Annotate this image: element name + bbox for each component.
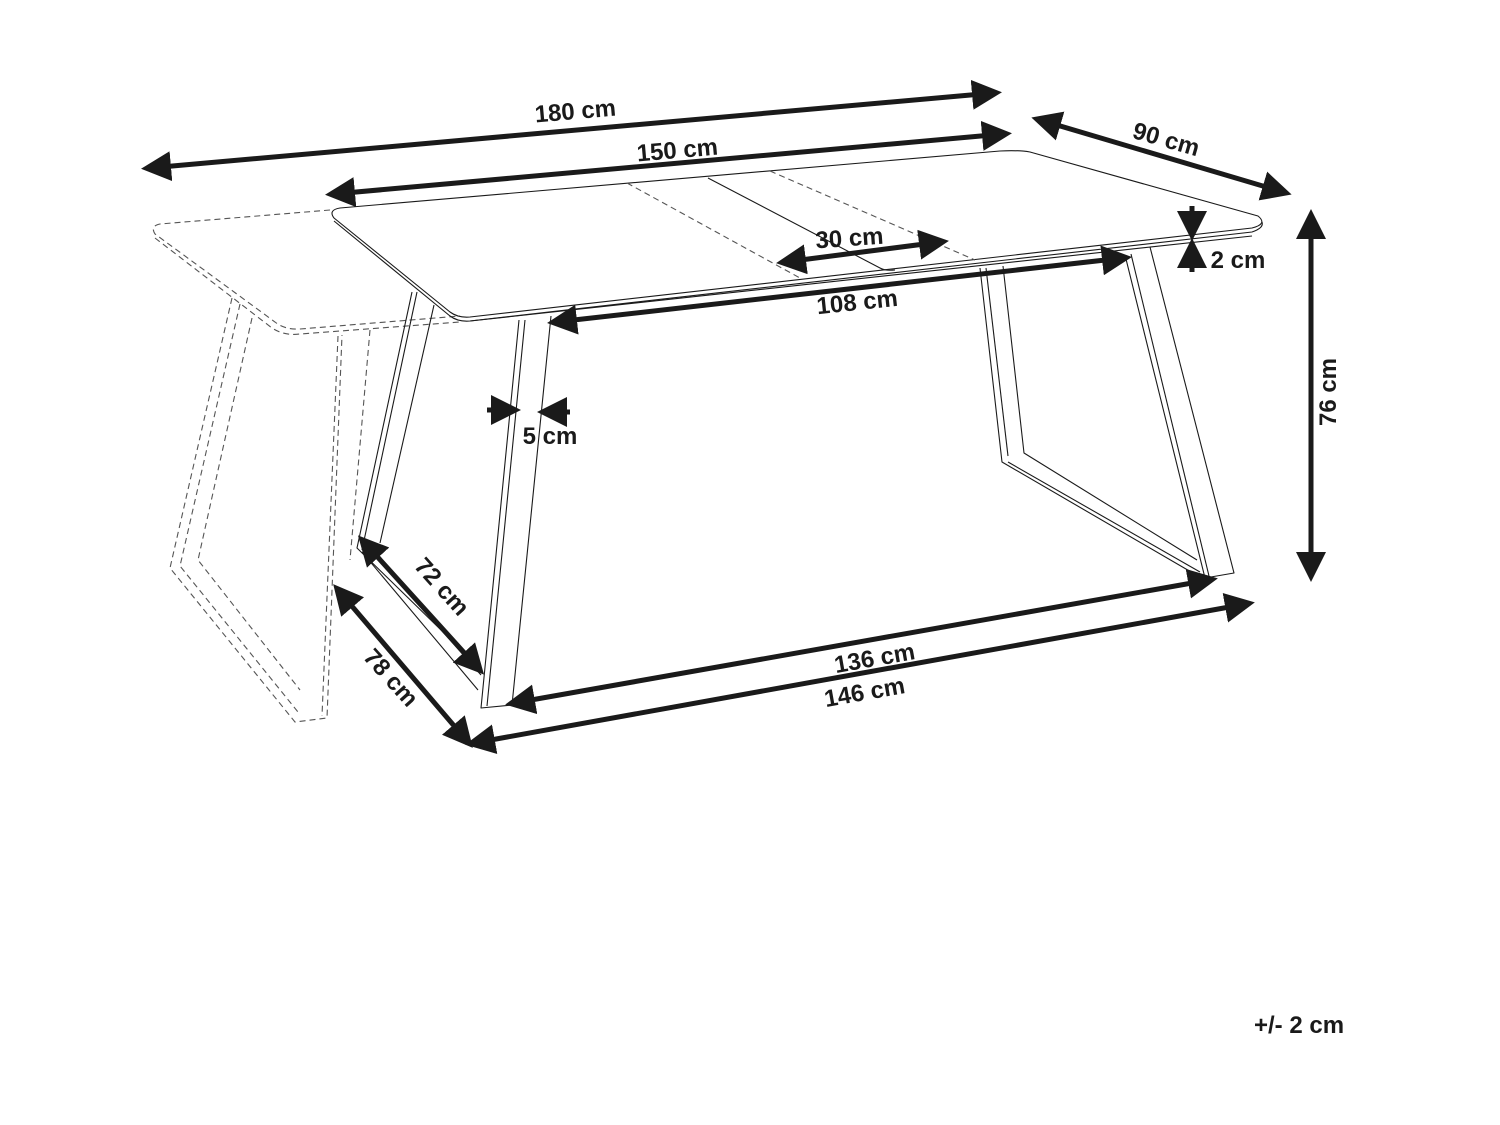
label-180: 180 cm bbox=[534, 95, 617, 129]
label-5: 5 cm bbox=[523, 423, 578, 450]
label-2: 2 cm bbox=[1211, 247, 1266, 274]
dim-150-arrow bbox=[325, 120, 1012, 208]
tolerance-note: +/- 2 cm bbox=[1254, 1012, 1345, 1039]
dimension-lines bbox=[141, 79, 1326, 755]
leg-right bbox=[979, 246, 1235, 579]
dim-108-arrow bbox=[547, 245, 1132, 335]
dim-90-arrow bbox=[1031, 111, 1292, 201]
label-30: 30 cm bbox=[815, 223, 885, 255]
label-76: 76 cm bbox=[1315, 358, 1342, 426]
extended-ghost-outline bbox=[152, 209, 461, 723]
dim-146-arrow bbox=[465, 592, 1255, 755]
label-72: 72 cm bbox=[409, 553, 475, 622]
dim-78-arrow bbox=[333, 584, 473, 748]
